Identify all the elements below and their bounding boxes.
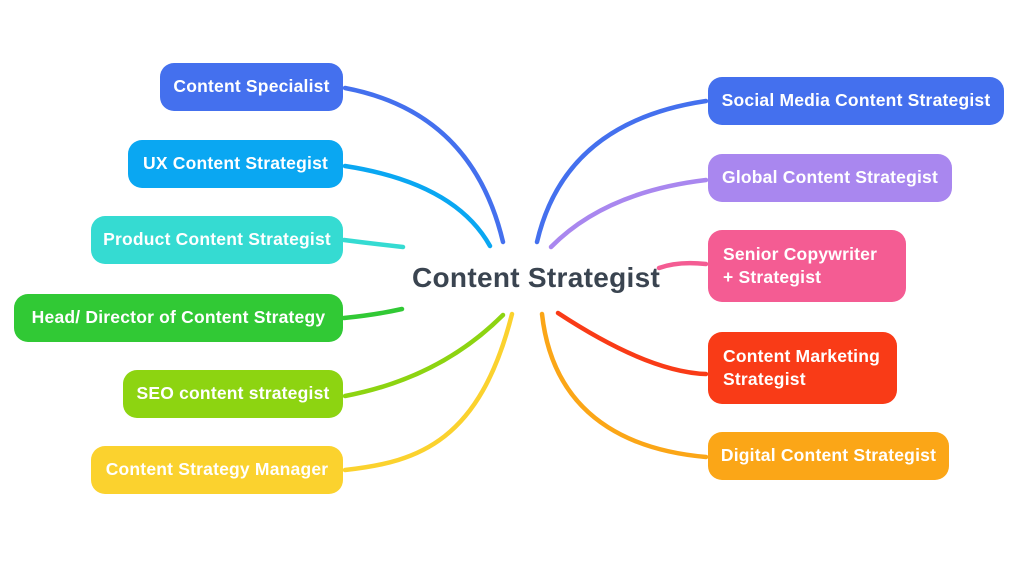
- node-seo-content-strategist[interactable]: SEO content strategist: [123, 370, 343, 418]
- node-content-marketing-strategist[interactable]: Content Marketing Strategist: [708, 332, 897, 404]
- branch-line-ux-content-strategist: [342, 163, 493, 249]
- node-content-strategy-manager[interactable]: Content Strategy Manager: [91, 446, 343, 494]
- branch-line-digital-content-strategist: [539, 311, 709, 460]
- node-global-content-strategist[interactable]: Global Content Strategist: [708, 154, 952, 202]
- node-senior-copywriter-strategist[interactable]: Senior Copywriter + Strategist: [708, 230, 906, 302]
- branch-line-seo-content-strategist: [342, 312, 506, 399]
- branch-line-content-marketing: [555, 310, 709, 377]
- node-ux-content-strategist[interactable]: UX Content Strategist: [128, 140, 343, 188]
- node-head-director-content-strategy[interactable]: Head/ Director of Content Strategy: [14, 294, 343, 342]
- branch-line-content-specialist: [342, 85, 506, 245]
- root-topic-content-strategist[interactable]: Content Strategist: [412, 262, 661, 293]
- node-content-specialist[interactable]: Content Specialist: [160, 63, 343, 111]
- branch-line-product-content-strategist: [341, 237, 406, 250]
- node-product-content-strategist[interactable]: Product Content Strategist: [91, 216, 343, 264]
- node-digital-content-strategist[interactable]: Digital Content Strategist: [708, 432, 949, 480]
- node-social-media-content-strategist[interactable]: Social Media Content Strategist: [708, 77, 1004, 125]
- branch-line-content-strategy-manager: [342, 311, 515, 473]
- branch-line-senior-copywriter: [656, 260, 709, 271]
- branch-line-social-media: [534, 98, 709, 245]
- branch-line-head-director: [341, 306, 405, 321]
- branch-line-global-content-strategist: [548, 177, 709, 250]
